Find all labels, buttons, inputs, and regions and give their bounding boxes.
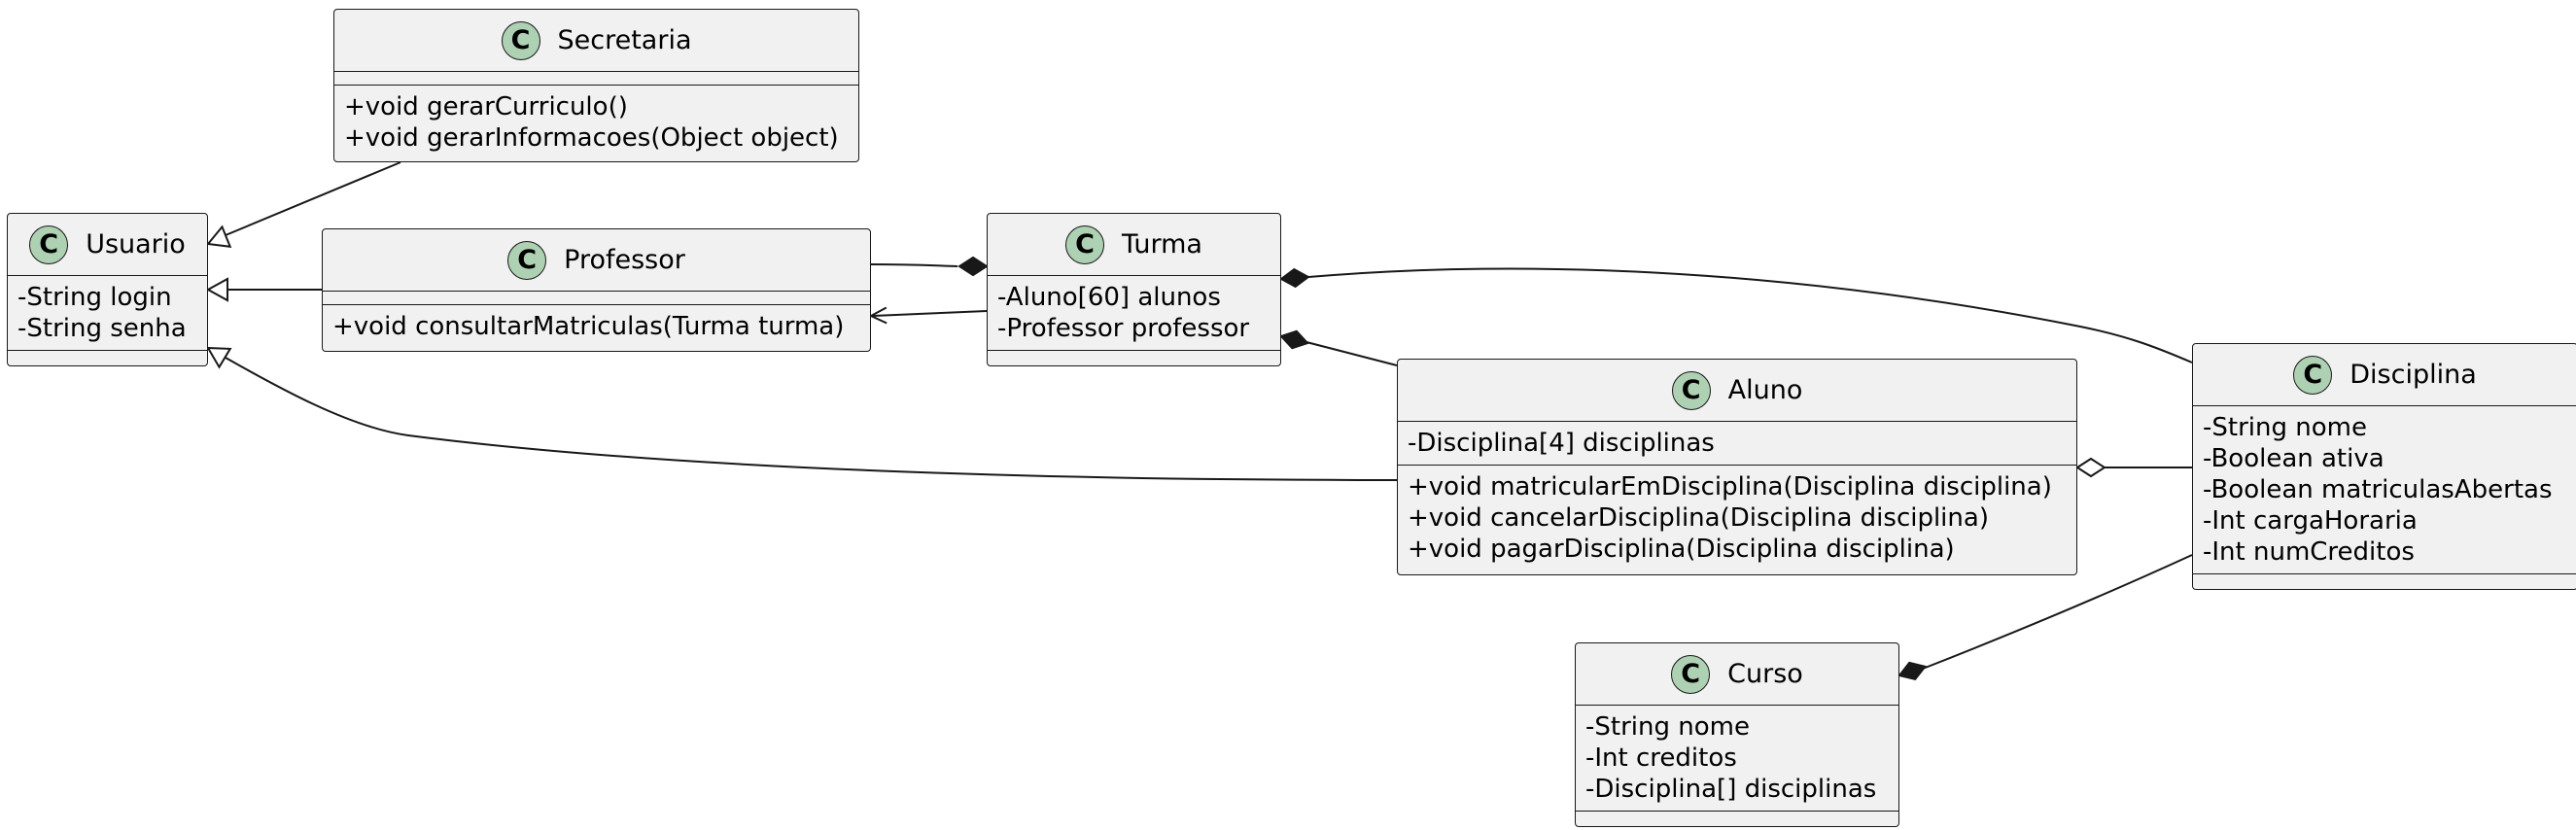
methods-section: +void gerarCurriculo()+void gerarInforma… — [334, 86, 858, 159]
relation-aggregation-disciplina-aluno — [2075, 457, 2192, 478]
attribute: -Int numCreditos — [2203, 537, 2415, 567]
attribute: -String senha — [17, 314, 187, 343]
relation-association-turma-professor — [868, 306, 988, 325]
composition-marker-icon — [957, 256, 989, 277]
aggregation-marker-icon — [2075, 457, 2106, 478]
class-usuario[interactable]: C Usuario -String login-String senha — [7, 213, 208, 366]
methods-section: +void consultarMatriculas(Turma turma) — [323, 305, 870, 348]
class-name: Aluno — [1727, 375, 1803, 405]
class-header: C Aluno — [1398, 360, 2076, 422]
arrowhead-icon — [868, 306, 888, 325]
class-header: C Usuario — [8, 214, 207, 276]
class-disciplina[interactable]: C Disciplina -String nome-Boolean ativa-Bo… — [2192, 343, 2576, 590]
class-header: C Turma — [988, 214, 1280, 276]
method: +void gerarInformacoes(Object object) — [344, 123, 839, 153]
relation-composition-aluno-turma — [1279, 329, 1398, 366]
attributes-section: -Aluno[60] alunos-Professor professor — [988, 276, 1280, 351]
attributes-section: -String login-String senha — [8, 276, 207, 351]
attribute: -String nome — [2203, 413, 2367, 442]
attribute: -Boolean ativa — [2203, 444, 2385, 473]
attributes-section — [323, 292, 870, 305]
class-name: Usuario — [86, 229, 186, 259]
attribute: -Professor professor — [997, 314, 1250, 343]
relation-inheritance-aluno-usuario — [206, 346, 1398, 481]
attributes-section: -String nome-Boolean ativa-Boolean matri… — [2193, 406, 2576, 574]
class-stereotype-icon: C — [29, 225, 69, 264]
methods-section — [8, 351, 207, 364]
inheritance-marker-icon — [206, 225, 232, 249]
attributes-section: -String nome-Int creditos-Disciplina[] d… — [1576, 706, 1898, 812]
composition-marker-icon — [1279, 267, 1310, 289]
class-secretaria[interactable]: C Secretaria +void gerarCurriculo()+void g… — [333, 9, 859, 162]
attributes-section — [334, 72, 858, 86]
class-name: Disciplina — [2350, 360, 2477, 390]
methods-section — [1576, 812, 1898, 825]
method: +void consultarMatriculas(Turma turma) — [332, 312, 845, 341]
inheritance-marker-icon — [206, 346, 232, 369]
class-aluno[interactable]: C Aluno -Disciplina[4] disciplinas +void ma… — [1397, 359, 2077, 575]
class-header: C Professor — [323, 229, 870, 292]
class-professor[interactable]: C Professor +void consultarMatriculas(Turm… — [322, 228, 871, 352]
attribute: -String login — [17, 283, 172, 312]
methods-section — [2193, 574, 2576, 588]
method: +void cancelarDisciplina(Disciplina disc… — [1408, 503, 1989, 533]
attribute: -Disciplina[] disciplinas — [1585, 775, 1877, 804]
composition-marker-icon — [1279, 329, 1309, 350]
method: +void pagarDisciplina(Disciplina discipl… — [1408, 535, 1955, 564]
attributes-section: -Disciplina[4] disciplinas — [1398, 422, 2076, 466]
class-header: C Curso — [1576, 643, 1898, 706]
attribute: -Int creditos — [1585, 744, 1737, 773]
class-name: Turma — [1122, 229, 1202, 259]
methods-section: +void matricularEmDisciplina(Disciplina … — [1398, 466, 2076, 571]
relation-inheritance-professor-usuario — [205, 277, 322, 302]
attribute: -Aluno[60] alunos — [997, 283, 1221, 312]
class-stereotype-icon: C — [1671, 370, 1711, 410]
class-stereotype-icon: C — [2293, 355, 2333, 395]
class-stereotype-icon: C — [1671, 654, 1711, 694]
method: +void gerarCurriculo() — [344, 92, 628, 121]
class-stereotype-icon: C — [501, 20, 540, 60]
attribute: -Disciplina[4] disciplinas — [1408, 429, 1715, 458]
attribute: -Int cargaHoraria — [2203, 506, 2418, 536]
relation-inheritance-secretaria-usuario — [206, 161, 401, 249]
composition-marker-icon — [1897, 661, 1928, 681]
inheritance-marker-icon — [205, 277, 228, 302]
class-stereotype-icon: C — [507, 240, 547, 280]
class-stereotype-icon: C — [1065, 225, 1104, 264]
class-name: Professor — [564, 245, 685, 275]
class-header: C Disciplina — [2193, 344, 2576, 406]
class-curso[interactable]: C Curso -String nome-Int creditos-Discipli… — [1575, 642, 1899, 827]
method: +void matricularEmDisciplina(Disciplina … — [1408, 472, 2052, 501]
methods-section — [988, 351, 1280, 364]
class-header: C Secretaria — [334, 10, 858, 72]
relation-composition-disciplina-curso — [1897, 554, 2193, 681]
class-name: Secretaria — [557, 25, 692, 55]
class-name: Curso — [1727, 659, 1803, 689]
relation-composition-disciplina-turma — [1279, 267, 2193, 363]
attribute: -Boolean matriculasAbertas — [2203, 475, 2553, 504]
relation-composition-professor-turma — [870, 256, 989, 277]
attribute: -String nome — [1585, 712, 1750, 742]
class-turma[interactable]: C Turma -Aluno[60] alunos-Professor profes… — [987, 213, 1281, 366]
